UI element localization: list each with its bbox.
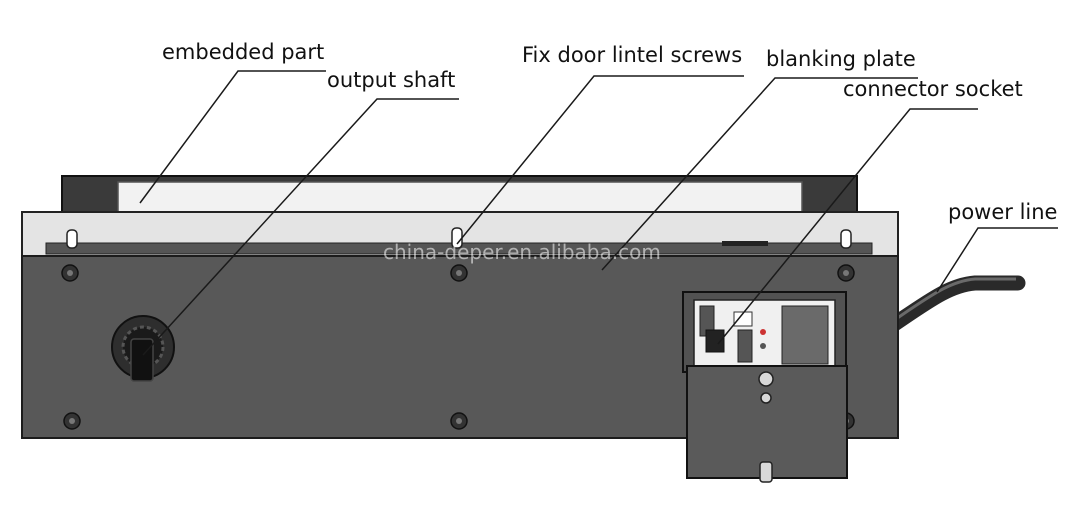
leader-power-line: [936, 227, 1058, 293]
watermark: china-deper.en.alibaba.com: [383, 240, 661, 264]
leader-output-shaft: [142, 98, 459, 356]
label-blanking-plate: blanking plate: [766, 47, 916, 71]
blanking-screw-bottom: [759, 461, 773, 483]
top-plate-notch: [722, 241, 768, 246]
terminal-strip-mid: [737, 329, 753, 363]
label-output-shaft: output shaft: [327, 68, 456, 92]
power-cable-highlight: [892, 277, 1016, 323]
relay-block: [781, 305, 829, 365]
slot-left: [66, 229, 78, 249]
leader-embedded-part: [139, 70, 326, 204]
indicator-led: [760, 329, 766, 335]
leader-connector-socket: [717, 108, 978, 345]
leader-blanking-plate: [601, 77, 918, 271]
power-cable: [885, 275, 1026, 333]
connector-socket: [705, 329, 725, 353]
label-power-line: power line: [948, 200, 1058, 224]
label-embedded-part: embedded part: [162, 40, 325, 64]
label-fix-door-lintel-screws: Fix door lintel screws: [522, 43, 743, 67]
blanking-screw-top: [758, 371, 774, 387]
label-connector-socket: connector socket: [843, 77, 1023, 101]
leader-fix-screws: [456, 75, 744, 245]
slot-right: [840, 229, 852, 249]
leader-lines: [139, 70, 1058, 356]
output-shaft-key: [130, 338, 154, 382]
